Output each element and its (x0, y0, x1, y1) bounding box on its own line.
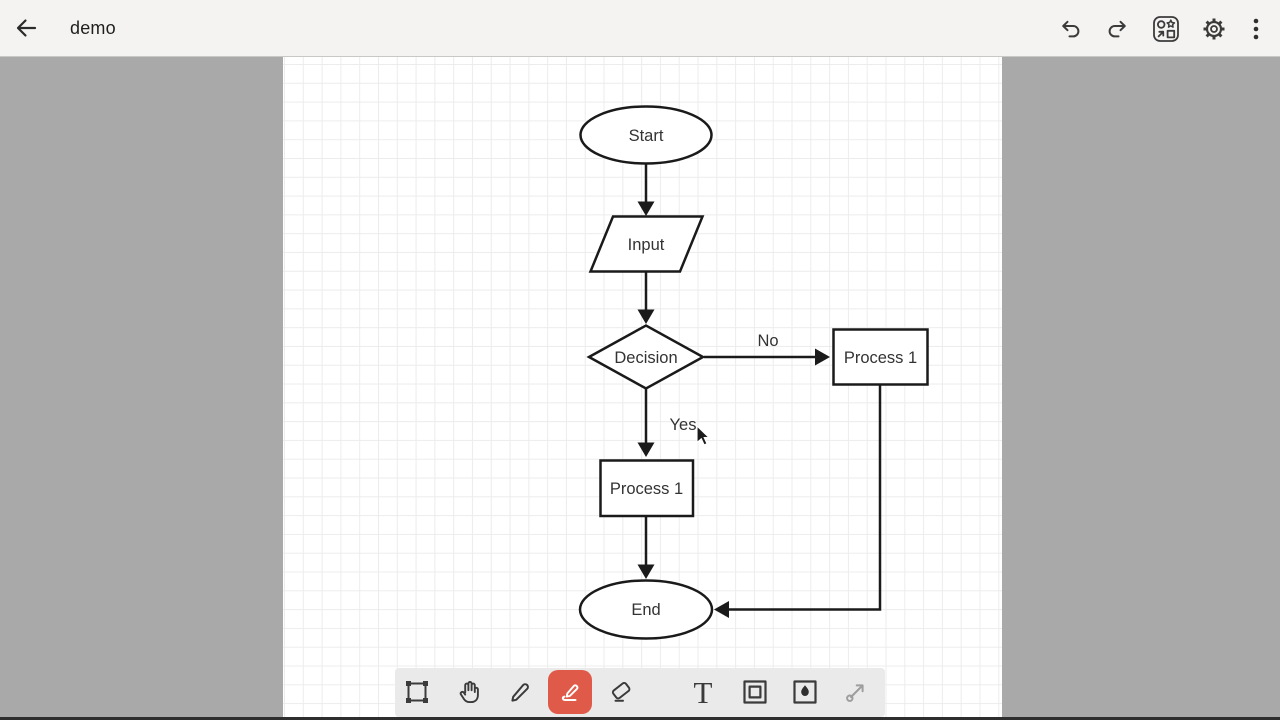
topbar-actions (1046, 0, 1274, 57)
gear-icon (1203, 18, 1225, 39)
pencil-icon (511, 683, 529, 702)
node-start-label: Start (629, 127, 664, 145)
undo-icon (1062, 20, 1080, 37)
tool-palette: T (395, 668, 885, 717)
shapes-library-button[interactable] (1143, 6, 1189, 52)
node-process-right[interactable] (832, 328, 929, 386)
drawing-canvas[interactable]: Start Input Decision Process 1 Process 1… (283, 57, 1002, 720)
node-process-center[interactable] (599, 459, 695, 518)
line-tool-button[interactable] (834, 670, 878, 714)
arrowhead-process-right-end (714, 601, 729, 618)
node-input[interactable] (588, 215, 705, 273)
screen-bottom-strip (0, 717, 1280, 720)
mouse-cursor (696, 424, 711, 446)
top-app-bar: demo (0, 0, 1280, 57)
node-end-label: End (631, 601, 660, 619)
undo-button[interactable] (1047, 6, 1093, 52)
node-decision[interactable] (586, 324, 706, 390)
arrowhead-input-decision (637, 309, 655, 324)
fill-droplet-icon (793, 680, 817, 704)
pencil-tool-button[interactable] (499, 670, 543, 714)
node-end[interactable] (578, 579, 714, 640)
eraser-icon (611, 681, 631, 702)
hand-icon (459, 681, 479, 704)
back-button[interactable] (2, 4, 50, 52)
arrowhead-process-end (637, 564, 655, 579)
pen-tool-button[interactable] (548, 670, 592, 714)
fill-tool-button[interactable] (783, 670, 827, 714)
redo-button[interactable] (1095, 6, 1141, 52)
select-tool-button[interactable] (395, 670, 439, 714)
settings-button[interactable] (1191, 6, 1237, 52)
eraser-tool-button[interactable] (599, 670, 643, 714)
arrowhead-decision-process-right (815, 348, 830, 366)
node-input-label: Input (628, 236, 665, 254)
three-dot-menu-icon (1253, 18, 1259, 39)
document-title: demo (70, 17, 116, 38)
edge-label-no: No (757, 332, 778, 350)
shapes-library-icon (1153, 15, 1179, 42)
overflow-menu-button[interactable] (1239, 6, 1273, 52)
edge-label-yes: Yes (670, 416, 697, 434)
edge-process-right-end (724, 385, 882, 611)
node-process-center-label: Process 1 (610, 480, 683, 498)
node-decision-label: Decision (614, 349, 677, 367)
node-start[interactable] (579, 105, 713, 165)
redo-icon (1108, 20, 1126, 37)
arrowhead-decision-process-center (637, 442, 655, 457)
pen-icon (561, 684, 579, 701)
back-arrow-icon (16, 19, 37, 37)
node-process-right-label: Process 1 (844, 349, 917, 367)
frame-tool-button[interactable] (733, 670, 777, 714)
frame-icon (743, 680, 767, 704)
arrow-line-icon (846, 684, 864, 702)
hand-tool-button[interactable] (448, 670, 492, 714)
text-tool-icon: T (693, 674, 713, 710)
arrowhead-start-input (637, 201, 655, 216)
text-tool-button[interactable]: T (681, 670, 725, 714)
flowchart-drawing: Start Input Decision Process 1 Process 1… (578, 105, 929, 640)
selection-rectangle-icon (406, 681, 428, 703)
